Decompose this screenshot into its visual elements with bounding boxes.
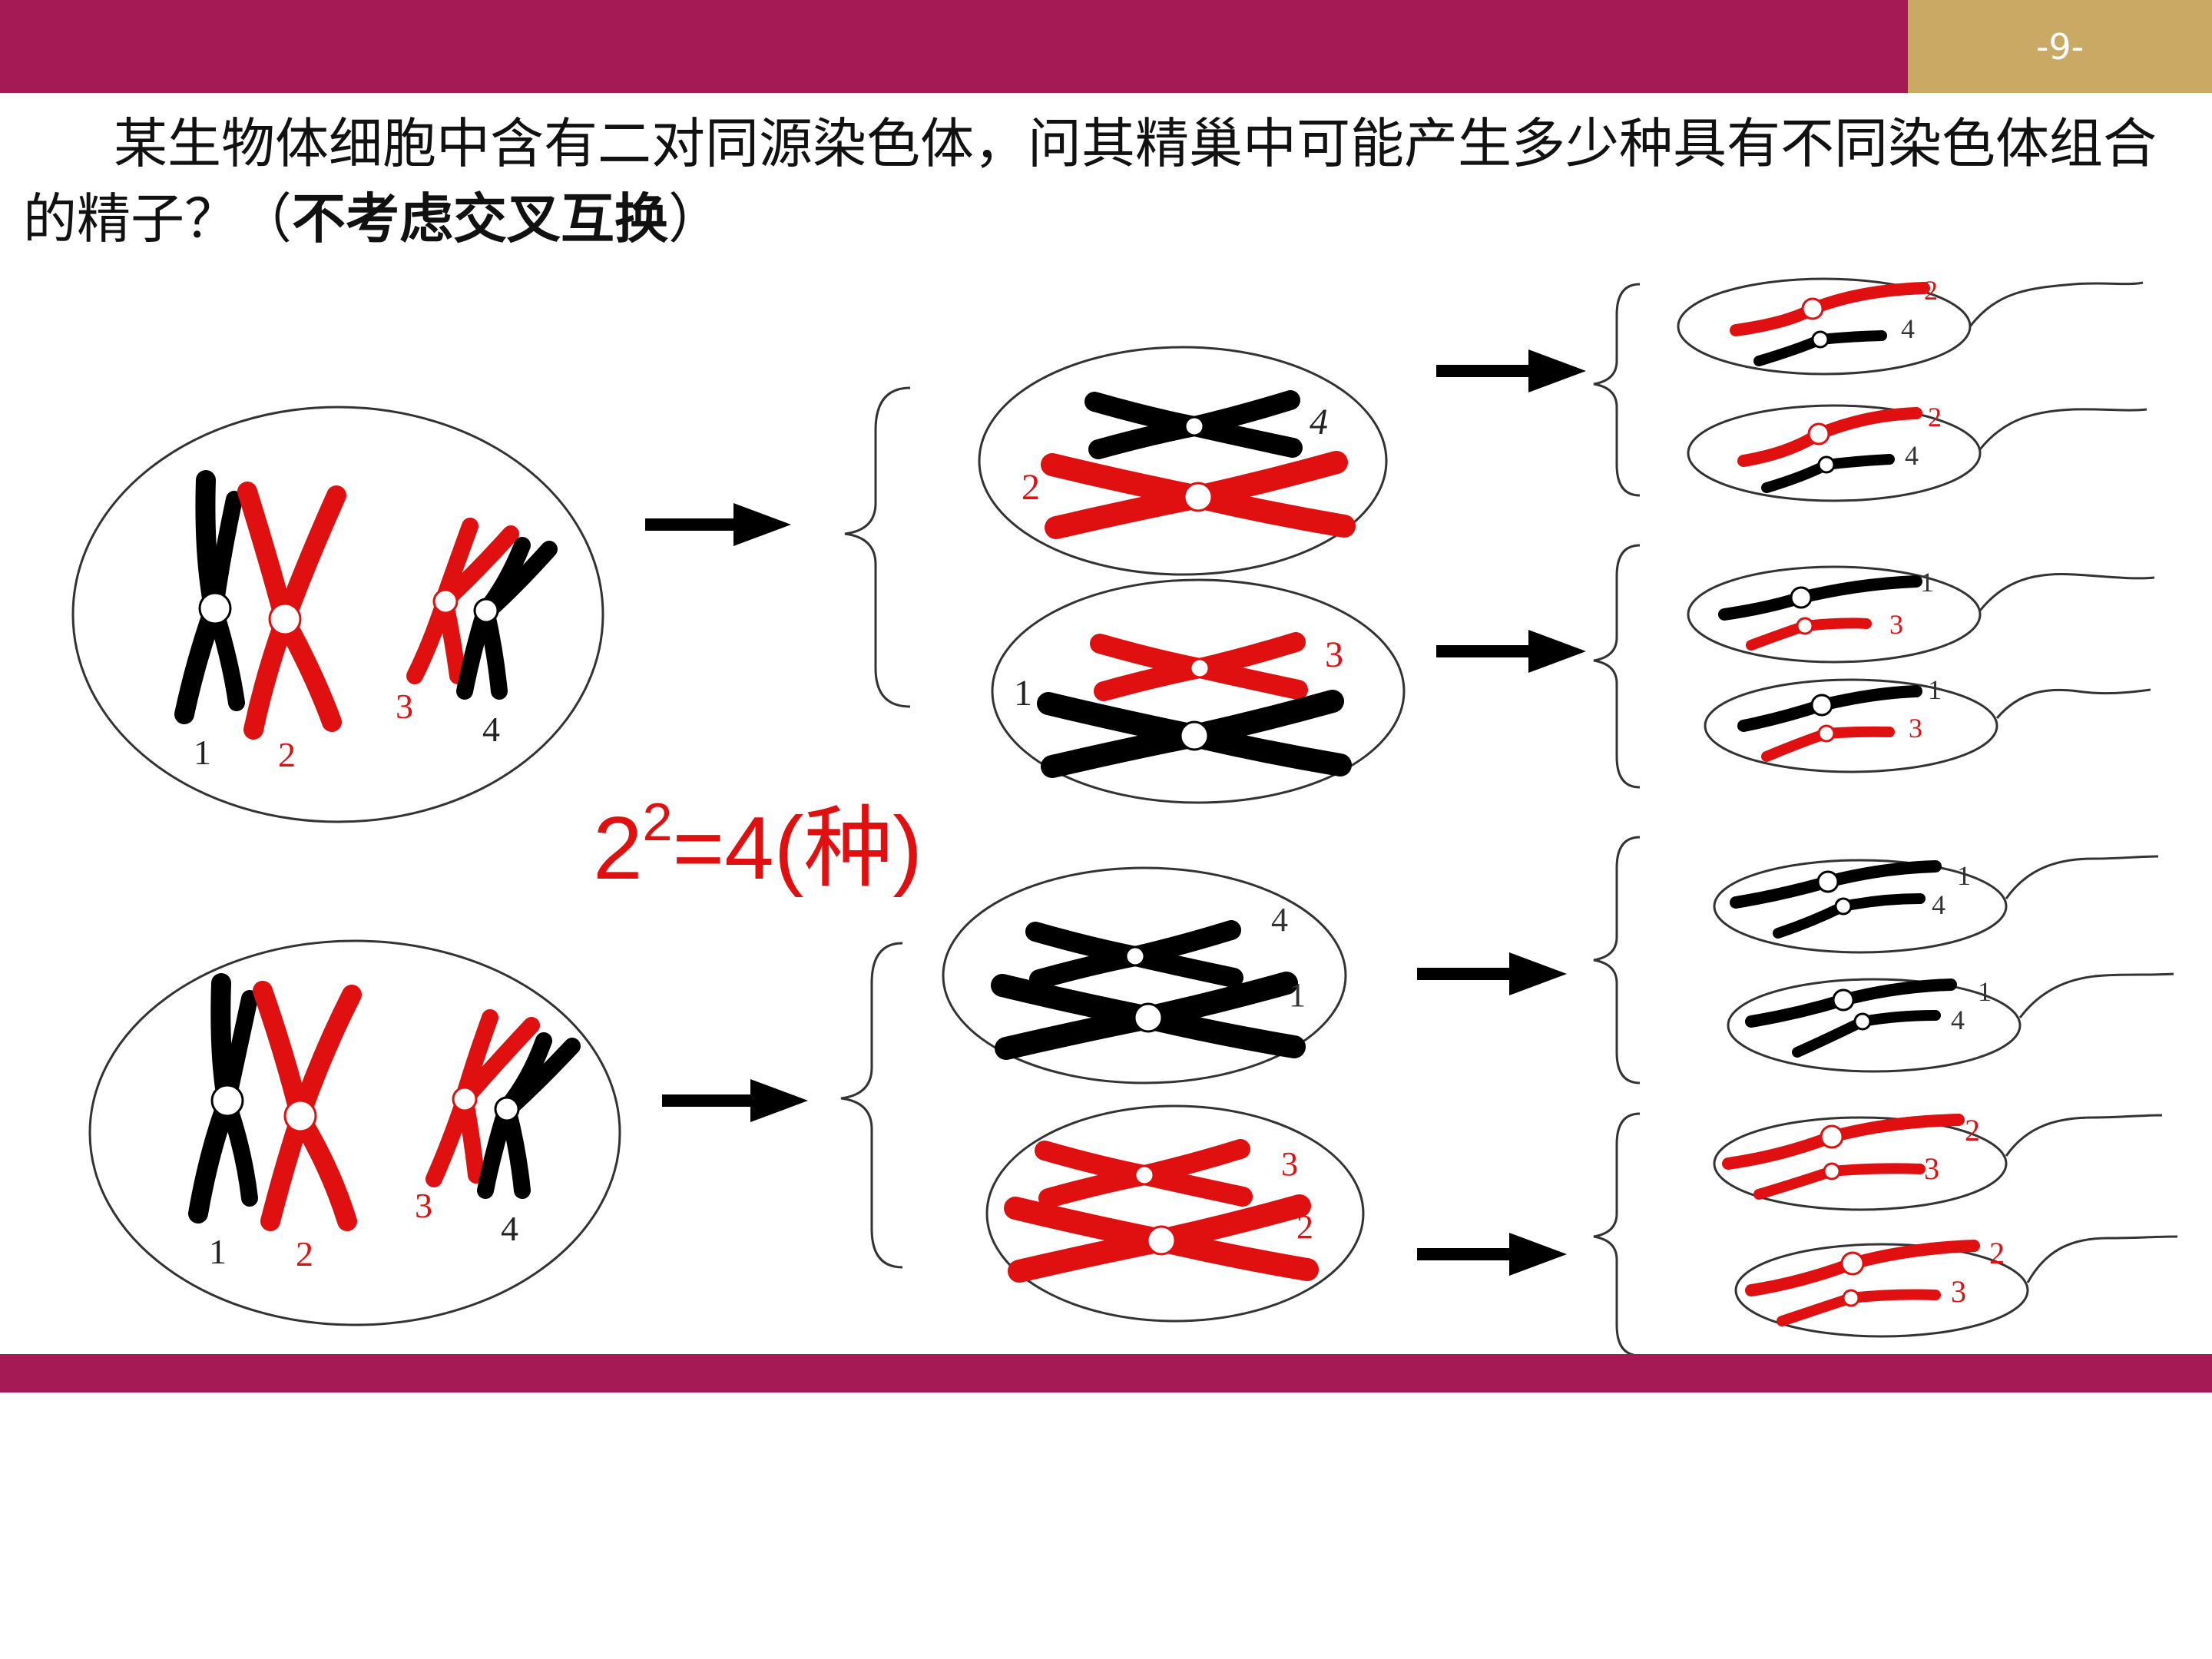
arrow-icon xyxy=(1417,349,1586,1276)
bottom-banner xyxy=(0,1354,2212,1392)
arrow-icon xyxy=(662,1079,808,1122)
label-1-top: 1 xyxy=(194,733,211,772)
label-1: 1 xyxy=(1928,674,1942,705)
label-4: 4 xyxy=(1905,440,1919,471)
label-3: 3 xyxy=(1951,1274,1966,1309)
brace-bottom xyxy=(840,942,903,1269)
secondary-cell-2 xyxy=(991,578,1406,804)
formula-result: =4(种) xyxy=(672,798,922,898)
sperm-cell: 2 3 xyxy=(1713,1113,2163,1211)
label-3: 3 xyxy=(1924,1151,1939,1186)
label-1: 1 xyxy=(1920,567,1934,598)
label-2-cell4: 2 xyxy=(1296,1208,1313,1246)
brace-top xyxy=(844,386,911,708)
top-banner xyxy=(0,0,1908,93)
label-2: 2 xyxy=(1928,402,1942,432)
label-1-bottom: 1 xyxy=(209,1232,227,1271)
question-text: 某生物体细胞中含有二对同源染色体，问其精巢中可能产生多少种具有不同染色体组合的精… xyxy=(23,106,2189,257)
label-1-cell2: 1 xyxy=(1014,673,1032,714)
label-3: 3 xyxy=(1889,609,1903,640)
question-closing: ） xyxy=(668,187,722,250)
label-4-cell3: 4 xyxy=(1271,901,1288,939)
page-number: -9- xyxy=(1908,0,2212,93)
label-1: 1 xyxy=(1978,976,1992,1007)
label-4: 4 xyxy=(1901,313,1915,344)
label-4-cell1: 4 xyxy=(1310,402,1328,442)
label-3-cell2: 3 xyxy=(1325,634,1343,675)
label-2: 2 xyxy=(1965,1113,1980,1147)
label-2-top: 2 xyxy=(278,735,296,774)
formula-exponent: 2 xyxy=(642,792,673,853)
question-emphasis: 不考虑交叉互换 xyxy=(292,187,668,250)
label-2: 2 xyxy=(1989,1236,2005,1270)
label-4: 4 xyxy=(1951,1005,1965,1035)
question-main: 某生物体细胞中含有二对同源染色体，问其精巢中可能产生多少种具有不同染色体组合的精… xyxy=(23,112,2157,250)
sperm-cell: 2 4 xyxy=(1677,275,2144,376)
label-2-bottom: 2 xyxy=(296,1234,313,1273)
sperm-cell: 2 3 xyxy=(1734,1235,2178,1338)
label-4: 4 xyxy=(1932,889,1945,920)
label-4-top: 4 xyxy=(482,710,500,749)
label-2-cell1: 2 xyxy=(1022,467,1040,508)
label-4-bottom: 4 xyxy=(501,1209,518,1248)
sperm-cell: 2 4 xyxy=(1687,402,2147,502)
secondary-cell-3 xyxy=(942,866,1347,1084)
label-2: 2 xyxy=(1924,275,1938,306)
sperm-cell: 1 3 xyxy=(1687,565,2155,664)
sperm-cell: 1 4 xyxy=(1713,855,2159,954)
parent-cell-bottom xyxy=(88,939,621,1326)
label-1-cell3: 1 xyxy=(1289,976,1306,1014)
secondary-cell-4 xyxy=(985,1104,1365,1323)
brace-right-group xyxy=(1593,283,1641,1357)
label-3-bottom: 3 xyxy=(415,1186,432,1225)
parent-cell-top xyxy=(71,406,604,823)
sperm-cell: 1 3 xyxy=(1704,674,2151,773)
sperm-cell: 1 4 xyxy=(1727,972,2174,1073)
secondary-cell-1 xyxy=(978,346,1388,576)
meiosis-diagram: 1 2 3 4 1 2 3 4 xyxy=(71,275,2193,1367)
label-3-cell4: 3 xyxy=(1281,1145,1298,1183)
label-3-top: 3 xyxy=(396,687,413,726)
arrow-icon xyxy=(645,503,791,546)
formula-text: 22=4(种) xyxy=(593,776,922,905)
formula-base: 2 xyxy=(593,798,643,898)
label-3: 3 xyxy=(1909,713,1922,743)
label-1: 1 xyxy=(1957,860,1971,891)
